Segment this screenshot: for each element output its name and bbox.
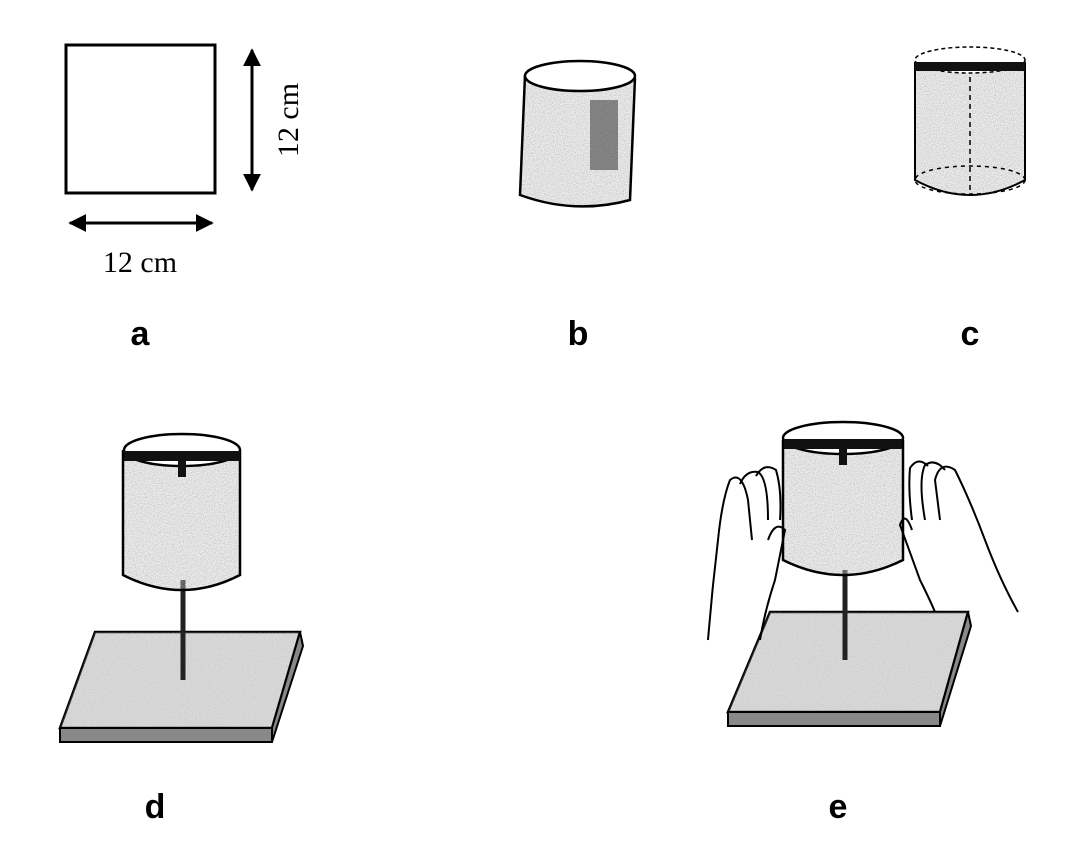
panel-a: 12 cm 12 cm a bbox=[64, 43, 305, 353]
panel-e: e bbox=[707, 420, 1019, 826]
panel-label-c: c bbox=[961, 315, 980, 353]
panel-label-d: d bbox=[145, 788, 166, 826]
height-label: 12 cm bbox=[272, 83, 305, 157]
width-label: 12 cm bbox=[103, 246, 177, 279]
panel-label-a: a bbox=[131, 315, 151, 353]
right-hand bbox=[898, 460, 1019, 613]
panel-label-b: b bbox=[568, 315, 589, 353]
panel-label-e: e bbox=[829, 788, 848, 826]
left-hand bbox=[707, 466, 787, 641]
panel-c: c bbox=[914, 46, 1026, 353]
paper-strip bbox=[915, 62, 1025, 71]
panel-b: b bbox=[518, 59, 637, 353]
paper-square bbox=[64, 43, 217, 195]
panel-d: d bbox=[58, 432, 305, 826]
